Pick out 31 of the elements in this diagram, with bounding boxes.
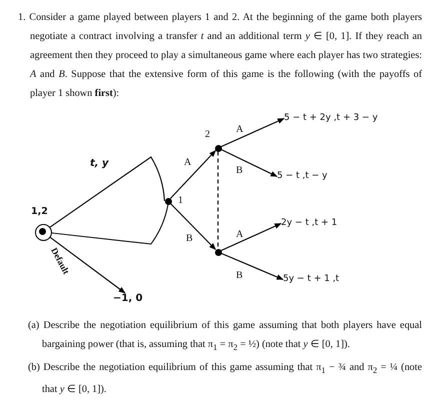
problem-statement: 1. Consider a game played between players 1 and 2. At the beginning of the game both players negotiate a contract involving a transfer t and an additional term y ∈ [0, 1]. If they reach an agreement then they proceed to play a simultaneous game where each player has two strategies: A and B. Suppose that the extensive form of this game is the following (with the payoffs of player 1 shown first):: [18, 11, 422, 101]
edge-label: B: [236, 270, 243, 281]
player-label: 1: [178, 195, 183, 206]
decision-node-dot: [214, 248, 222, 256]
information-set-line: [217, 152, 219, 248]
question-text: (b) Describe the negotiation equilibrium of this game assuming that π$_{1}$ − ¾ and π$_{2}$ = ¼ (note that y ∈ [0, 1]).: [28, 361, 422, 398]
arrow: [220, 149, 278, 177]
edge-label: t, y: [90, 158, 109, 169]
payoff-label: 5y − t + 1 ,t: [283, 274, 340, 285]
arrow: [50, 236, 126, 294]
edge-label: A: [184, 157, 192, 168]
arrow: [170, 150, 216, 199]
payoff-label: −1, 0: [113, 293, 143, 304]
payoff-label: 5 − t + 2y ,t + 3 − y: [284, 113, 378, 124]
arrow: [220, 223, 282, 252]
payoff-label: 5 − t ,t − y: [277, 171, 328, 182]
edge-label: A: [236, 124, 244, 135]
initial-node-circle: [34, 224, 52, 240]
connector-line: [50, 156, 166, 228]
decision-node-dot: [214, 144, 222, 152]
arrow: [170, 203, 216, 250]
arrow: [220, 118, 285, 148]
question-text: (a) Describe the negotiation equilibrium of this game assuming that both players have equal bargaining power (that is, assuming that π$_{1}$ = π$_{2}$ = ½) (note that y ∈ [0, 1]).: [28, 319, 422, 354]
player-label: 2: [205, 129, 210, 140]
player-label: 1,2: [31, 206, 48, 217]
payoff-label: 2y − t ,t + 1: [281, 218, 338, 229]
edge-label: A: [236, 229, 244, 240]
edge-label: B: [236, 165, 243, 176]
decision-node-dot: [164, 198, 172, 204]
edge-label: B: [186, 233, 193, 244]
arrow: [221, 252, 284, 280]
